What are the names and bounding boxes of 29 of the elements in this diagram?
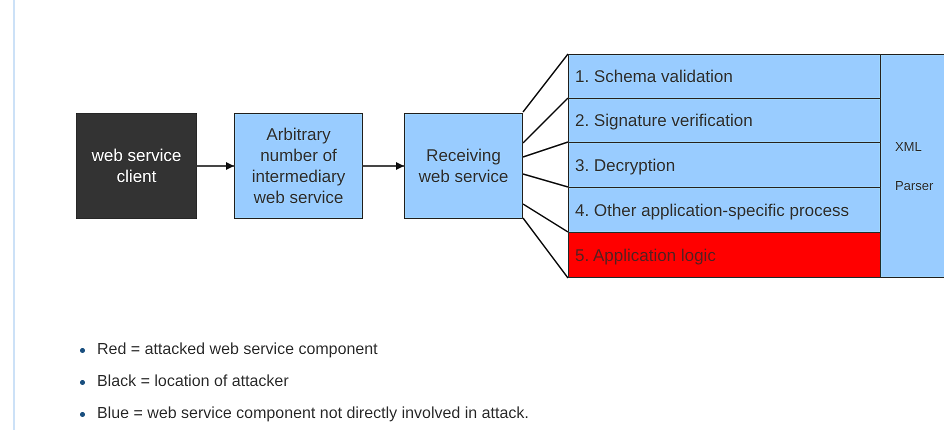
connector-line	[522, 97, 569, 144]
connector-line	[522, 203, 569, 279]
node-label: Parser	[895, 177, 934, 195]
component-box	[568, 54, 881, 99]
connector-line	[522, 173, 568, 188]
arrow	[363, 162, 404, 170]
node-label: XML	[895, 138, 922, 156]
component-box	[404, 113, 523, 219]
component-box	[234, 113, 363, 219]
node-label: 5. Application logic	[575, 244, 716, 266]
connector-line	[522, 54, 569, 112]
component-box	[568, 98, 881, 143]
node-label: Receiving web service	[418, 145, 510, 187]
legend-note: Blue = web service component not directly involved in attack.	[97, 404, 529, 424]
attacker-box	[76, 113, 197, 219]
node-label: web service client	[90, 145, 182, 187]
node-label: 4. Other application-specific process	[575, 200, 850, 220]
node-label: 1. Schema validation	[575, 66, 733, 87]
arrow	[197, 162, 234, 170]
component-box	[568, 142, 881, 188]
legend-note: Red = attacked web service component	[97, 340, 378, 360]
attacked-component-box	[568, 232, 881, 278]
component-box	[880, 54, 944, 278]
node-label: 2. Signature verification	[575, 110, 753, 131]
connector-line	[522, 141, 568, 158]
legend-note: Black = location of attacker	[97, 372, 289, 392]
component-box	[568, 187, 881, 233]
node-label: Arbitrary number of intermediary web service	[250, 124, 346, 208]
node-label: 3. Decryption	[575, 154, 676, 176]
